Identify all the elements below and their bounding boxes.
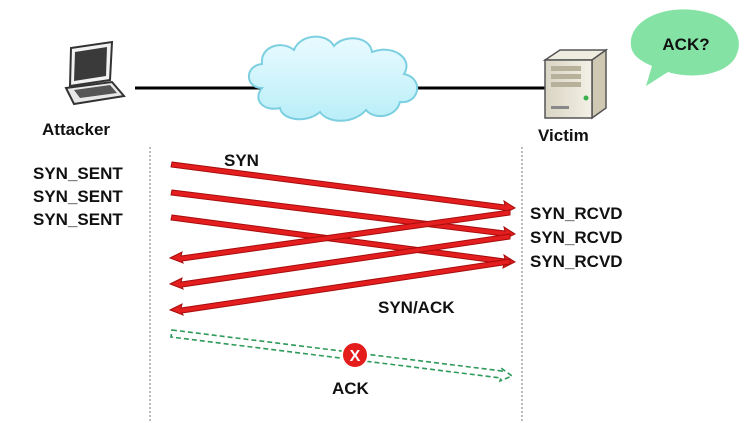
cloud-icon xyxy=(247,35,419,122)
server-icon xyxy=(542,48,609,120)
victim-label: Victim xyxy=(538,126,589,145)
attacker-label: Attacker xyxy=(42,120,110,139)
attacker-state-3: SYN_SENT xyxy=(33,210,123,229)
synack-arrow-3 xyxy=(168,258,511,316)
synack-arrow-2 xyxy=(168,233,511,290)
x-mark-icon: X xyxy=(341,341,369,369)
victim-state-3: SYN_RCVD xyxy=(530,252,623,271)
speech-bubble-text: ACK? xyxy=(662,35,709,54)
syn-label: SYN xyxy=(224,151,259,170)
laptop-icon xyxy=(64,40,126,106)
syn-arrow-3 xyxy=(170,214,517,269)
ack-label: ACK xyxy=(332,379,370,398)
syn-arrow-1 xyxy=(170,161,517,215)
syn-arrow-2 xyxy=(170,189,517,241)
attacker-state-2: SYN_SENT xyxy=(33,187,123,206)
synack-arrow-1 xyxy=(168,209,511,264)
x-mark-symbol: X xyxy=(350,348,361,365)
attacker-state-1: SYN_SENT xyxy=(33,164,123,183)
victim-state-2: SYN_RCVD xyxy=(530,228,623,247)
victim-state-1: SYN_RCVD xyxy=(530,204,623,223)
ack-arrow xyxy=(170,329,514,383)
synack-arrows xyxy=(168,209,511,316)
synack-label: SYN/ACK xyxy=(378,298,455,317)
speech-bubble: ACK? xyxy=(630,9,739,87)
